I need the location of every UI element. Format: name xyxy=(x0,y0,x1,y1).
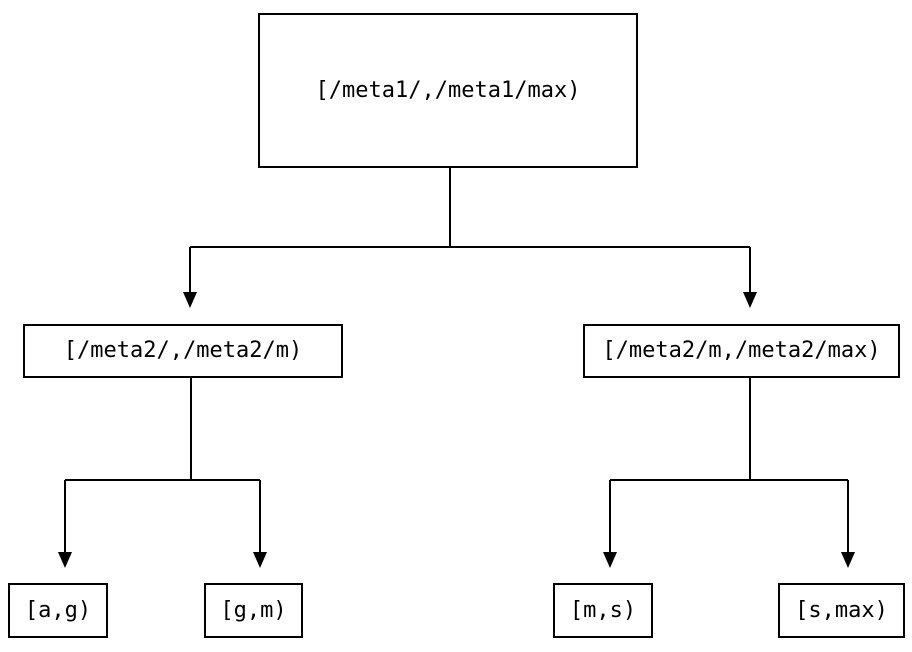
arrowhead-to-leaf-smax xyxy=(841,552,855,568)
arrowhead-to-meta2-left xyxy=(183,292,197,308)
node-meta2-right-label: [/meta2/m,/meta2/max) xyxy=(602,338,881,363)
node-leaf-gm: [g,m) xyxy=(204,583,303,638)
node-root-label: [/meta1/,/meta1/max) xyxy=(315,77,581,103)
arrowhead-to-leaf-ag xyxy=(58,552,72,568)
arrowhead-to-leaf-ms xyxy=(603,552,617,568)
edge-meta2-left-to-leaves xyxy=(64,377,261,552)
node-meta2-left-label: [/meta2/,/meta2/m) xyxy=(63,338,303,363)
arrowhead-to-leaf-gm xyxy=(253,552,267,568)
node-meta2-right: [/meta2/m,/meta2/max) xyxy=(583,324,900,378)
node-leaf-ag: [a,g) xyxy=(8,583,108,638)
node-leaf-ms-label: [m,s) xyxy=(569,597,637,623)
node-leaf-smax: [s,max) xyxy=(778,583,905,638)
edge-meta2-right-to-leaves xyxy=(609,377,849,552)
node-leaf-ms: [m,s) xyxy=(553,583,653,638)
edge-root-to-children xyxy=(189,168,751,292)
node-leaf-smax-label: [s,max) xyxy=(795,597,888,623)
arrowhead-to-meta2-right xyxy=(743,292,757,308)
node-meta2-left: [/meta2/,/meta2/m) xyxy=(23,324,343,378)
node-leaf-gm-label: [g,m) xyxy=(220,597,287,623)
node-leaf-ag-label: [a,g) xyxy=(24,597,92,623)
node-root: [/meta1/,/meta1/max) xyxy=(258,13,638,168)
